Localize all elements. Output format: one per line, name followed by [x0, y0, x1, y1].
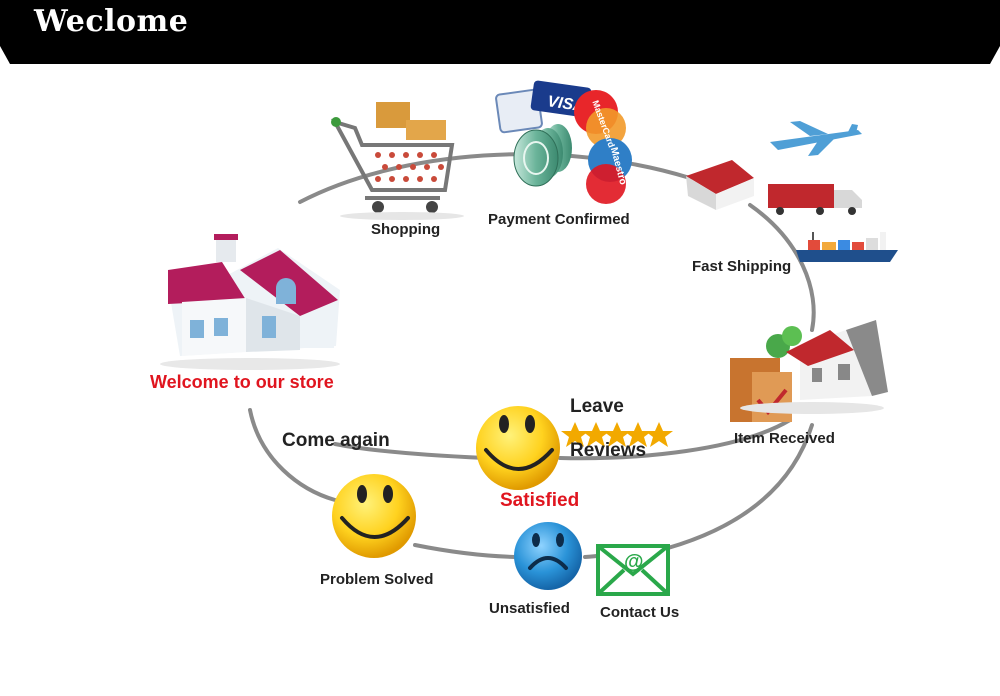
header-bar: Weclome: [0, 0, 1000, 46]
label-problem-solved: Problem Solved: [320, 571, 434, 588]
svg-text:@: @: [624, 551, 644, 573]
house-icon: [160, 234, 340, 370]
inner-loop-path: [248, 408, 814, 559]
star-rating: [561, 422, 673, 447]
label-payment-confirmed: Payment Confirmed: [488, 211, 630, 228]
outer-loop-path: [298, 152, 816, 461]
airplane-icon: [770, 121, 862, 156]
page-title: Weclome: [34, 4, 189, 39]
label-satisfied: Satisfied: [500, 490, 580, 511]
label-leave: Leave: [570, 396, 624, 417]
cargo-ship-icon: [796, 232, 898, 262]
truck-icon: [768, 184, 862, 215]
label-contact-us: Contact Us: [600, 604, 680, 621]
label-shopping: Shopping: [371, 221, 441, 238]
sad-face-icon: [514, 522, 582, 590]
problem-solved-smiley-icon: [332, 474, 416, 558]
label-unsatisfied: Unsatisfied: [489, 600, 570, 617]
coins-icon: [513, 124, 572, 187]
envelope-icon: @: [596, 544, 670, 596]
header-tab-shape: [0, 46, 1000, 64]
shopping-cart-icon: [330, 102, 464, 220]
smiley-icon: [476, 406, 560, 490]
delivered-box-icon: [730, 320, 888, 422]
label-come-again: Come again: [282, 430, 390, 451]
label-fast-shipping: Fast Shipping: [692, 258, 792, 275]
credit-cards-icon: VISA MasterCard Maestro: [495, 80, 632, 204]
label-reviews: Reviews: [570, 440, 647, 461]
warehouse-icon: [686, 160, 754, 210]
label-welcome-store: Welcome to our store: [150, 372, 334, 392]
label-item-received: Item Received: [734, 430, 835, 447]
